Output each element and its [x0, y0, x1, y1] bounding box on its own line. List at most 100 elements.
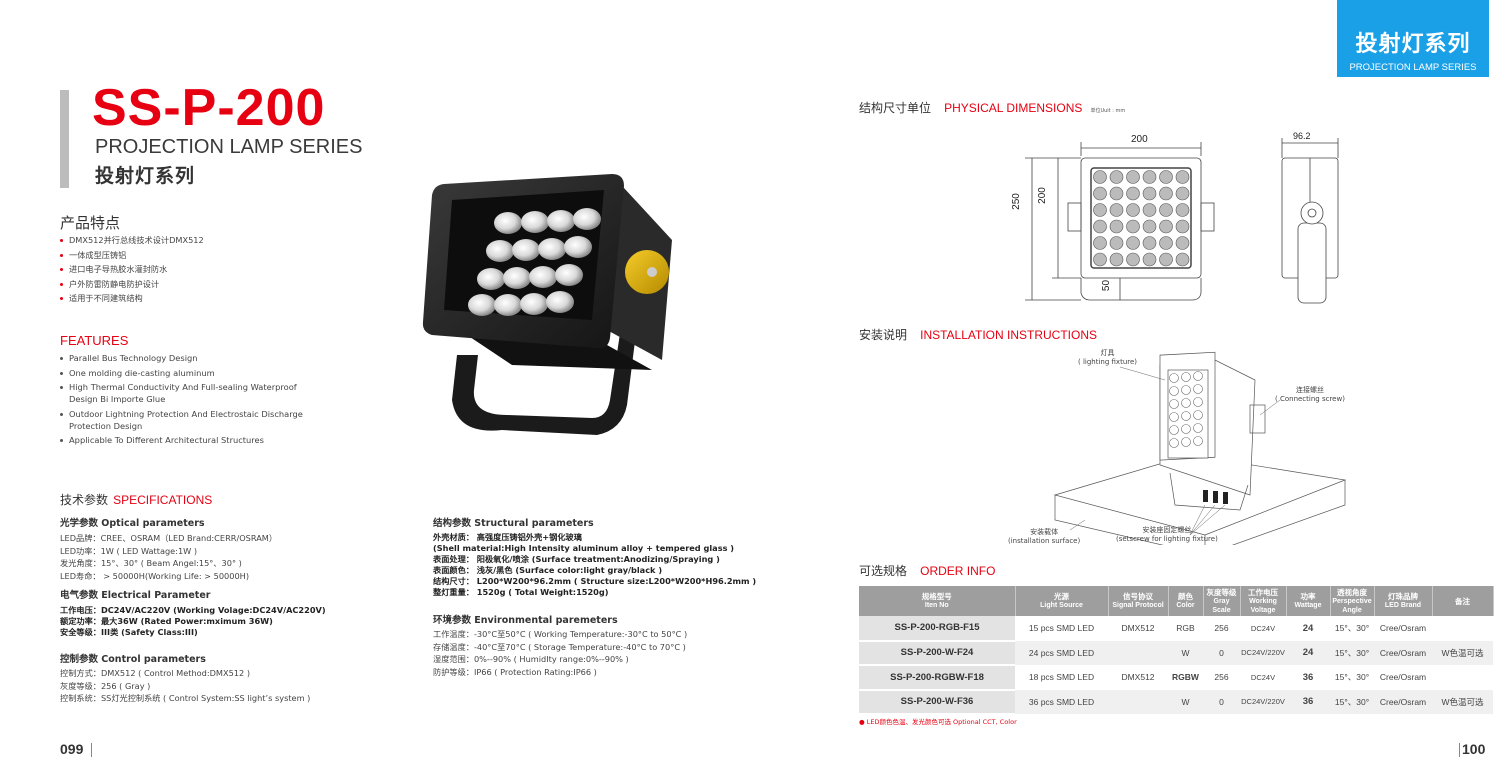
- cell-angle: 15°、30°: [1334, 672, 1370, 683]
- label-screw-cn: 连接螺丝: [1295, 386, 1324, 394]
- label-installation-surface: 安装载体 (installation surface): [1008, 528, 1080, 546]
- optical-line: LED寿命： > 50000H(Working Life: > 50000H): [60, 570, 250, 581]
- structural-head: 结构参数 Structural parameters: [433, 518, 594, 529]
- table-row: SS-P-200-RGBW-F18 18 pcs SMD LED DMX512 …: [859, 665, 1493, 691]
- label-fixture: 灯具 ( lighting fixture): [1078, 349, 1137, 367]
- series-title-en: PROJECTION LAMP SERIES: [95, 136, 363, 158]
- electrical-head: 电气参数 Electrical Parameter: [60, 590, 211, 601]
- feature-en-item: One molding die-casting aluminum: [60, 367, 310, 379]
- control-line: 控制系统：SS灯光控制系统 ( Control System:SS light’…: [60, 693, 311, 703]
- features-cn-title: 产品特点: [60, 214, 121, 232]
- environmental-head: 环境参数 Environmental paremeters: [433, 615, 618, 626]
- cell-watt: 36: [1286, 689, 1330, 714]
- col-header: 备注: [1432, 586, 1494, 616]
- dim-height-total: 250: [1010, 193, 1022, 210]
- label-fixture-cn: 灯具: [1100, 349, 1115, 357]
- cell-item: SS-P-200-W-F24: [859, 640, 1015, 666]
- cell-note: W色温可选: [1432, 640, 1493, 665]
- table-row: SS-P-200-W-F36 36 pcs SMD LED W 0 DC24V/…: [859, 689, 1493, 715]
- table-row: SS-P-200-W-F24 24 pcs SMD LED W 0 DC24V/…: [859, 640, 1493, 666]
- structural-line: 表面处理： 阳极氧化/喷涂 (Surface treatment:Anodizi…: [433, 554, 720, 564]
- dim-depth: 96.2: [1293, 131, 1311, 141]
- label-surface-cn: 安装载体: [1030, 528, 1059, 536]
- specifications-heading: 技术参数 SPECIFICATIONS: [60, 489, 212, 508]
- control-params: 控制参数 Control parameters 控制方式：DMX512 ( Co…: [60, 651, 310, 705]
- feature-cn-item: 户外防雷防静电防护设计: [60, 277, 204, 292]
- cell-source: 15 pcs SMD LED: [1028, 623, 1095, 634]
- cell-brand: Cree/Osram: [1374, 689, 1432, 714]
- cell-gray: 0: [1203, 640, 1240, 665]
- dimensions-unit: 单位Uuit : mm: [1090, 108, 1126, 114]
- spec-title-cn: 技术参数: [60, 493, 109, 507]
- feature-cn-item: DMX512并行总线技术设计DMX512: [60, 233, 204, 248]
- cell-gray: 256: [1214, 623, 1229, 634]
- optical-line: LED品牌：CREE、OSRAM（LED Brand:CERR/OSRAM）: [60, 533, 278, 543]
- dim-height-body: 200: [1036, 187, 1048, 204]
- order-heading: 可选规格 ORDER INFO: [859, 560, 995, 579]
- label-surface-en: (installation surface): [1008, 537, 1081, 545]
- page-divider-right: [1459, 743, 1460, 757]
- cell-protocol: [1108, 640, 1168, 665]
- order-title-en: ORDER INFO: [920, 564, 996, 578]
- dim-width: 200: [1131, 134, 1148, 145]
- label-setscrew-en: (setscrew for lighting fixture): [1116, 535, 1218, 543]
- optical-params: 光学参数 Optical parameters LED品牌：CREE、OSRAM…: [60, 515, 277, 582]
- features-en-list: Parallel Bus Technology Design One moldi…: [60, 352, 310, 449]
- installation-heading: 安装说明 INSTALLATION INSTRUCTIONS: [859, 324, 1097, 343]
- electrical-line: 工作电压：DC24V/AC220V (Working Volage:DC24V/…: [60, 605, 326, 615]
- environmental-line: 工作温度：-30°C至50°C ( Working Temperature:-3…: [433, 629, 688, 639]
- cell-brand: Cree/Osram: [1374, 640, 1432, 665]
- feature-cn-item: 进口电子导热胶水灌封防水: [60, 262, 204, 277]
- dimensions-title-en: PHYSICAL DIMENSIONS: [944, 101, 1083, 115]
- feature-cn-item: 一体成型压铸铝: [60, 248, 204, 263]
- cell-watt: 24: [1302, 622, 1314, 634]
- structural-params: 结构参数 Structural parameters 外壳材质： 高强度压铸铝外…: [433, 515, 756, 598]
- cell-color: RGB: [1176, 623, 1195, 634]
- features-en-title: FEATURES: [60, 333, 129, 348]
- cell-watt: 36: [1302, 671, 1314, 683]
- optical-line: LED功率：1W ( LED Wattage:1W ): [60, 545, 198, 556]
- cell-angle: 15°、30°: [1334, 623, 1370, 634]
- cell-item: SS-P-200-RGBW-F18: [859, 665, 1015, 691]
- structural-line: 整灯重量： 1520g ( Total Weight:1520g): [433, 587, 609, 597]
- cell-protocol: [1108, 689, 1168, 714]
- cell-brand: Cree/Osram: [1379, 672, 1427, 683]
- cell-note: [1432, 665, 1493, 690]
- environmental-line: 存储温度：-40°C至70°C ( Storage Temperature:-4…: [433, 641, 686, 652]
- structural-line: 表面颜色： 浅灰/黑色 (Surface color:light gray/bl…: [433, 565, 663, 575]
- page-number-left: 099: [60, 741, 84, 757]
- installation-drawing: [1053, 351, 1347, 545]
- feature-en-item: Outdoor Lightning Protection And Electro…: [60, 408, 310, 432]
- control-line: 控制方式：DMX512 ( Control Method:DMX512 ): [60, 668, 251, 678]
- cell-gray: 0: [1203, 689, 1240, 714]
- badge-title-en: PROJECTION LAMP SERIES: [1349, 62, 1477, 73]
- electrical-params: 电气参数 Electrical Parameter 工作电压：DC24V/AC2…: [60, 587, 326, 638]
- cell-watt: 24: [1286, 640, 1330, 665]
- optical-head: 光学参数 Optical parameters: [60, 518, 205, 529]
- installation-title-en: INSTALLATION INSTRUCTIONS: [920, 328, 1098, 342]
- cell-gray: 256: [1214, 672, 1229, 683]
- environmental-line: 湿度范围：0%--90% ( HumidIty range:0%--90% ): [433, 654, 629, 664]
- cell-angle: 15°、30°: [1330, 640, 1374, 665]
- cell-source: 36 pcs SMD LED: [1015, 689, 1108, 714]
- cell-protocol: DMX512: [1121, 672, 1155, 683]
- cell-source: 18 pcs SMD LED: [1028, 672, 1095, 683]
- cell-source: 24 pcs SMD LED: [1015, 640, 1108, 665]
- cell-voltage: DC24V/220V: [1240, 640, 1286, 665]
- dimensions-heading: 结构尺寸单位 PHYSICAL DIMENSIONS 单位Uuit : mm: [859, 97, 1125, 116]
- features-cn-list: DMX512并行总线技术设计DMX512 一体成型压铸铝 进口电子导热胶水灌封防…: [60, 233, 204, 306]
- spec-title-en: SPECIFICATIONS: [113, 493, 213, 507]
- model-title: SS-P-200: [92, 79, 326, 137]
- cell-protocol: DMX512: [1121, 623, 1155, 634]
- product-photo: [422, 174, 672, 435]
- order-title-cn: 可选规格: [859, 564, 908, 578]
- page-divider-left: [91, 743, 92, 757]
